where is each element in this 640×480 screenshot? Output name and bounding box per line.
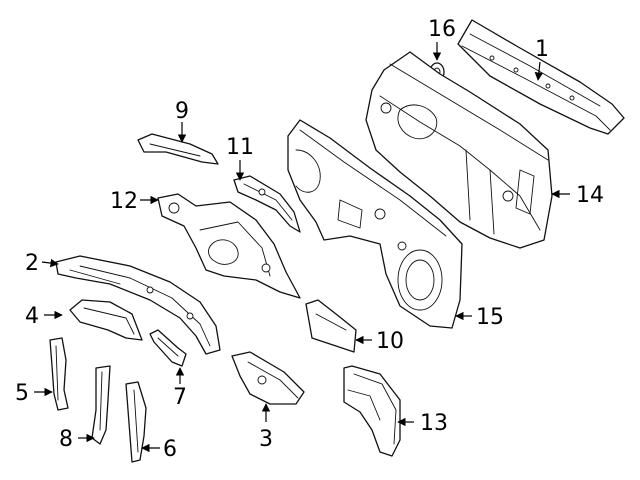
callout-12: 12: [110, 189, 138, 214]
callout-11: 11: [226, 135, 254, 160]
callout-5: 5: [15, 381, 29, 406]
part-10-bracket: [305, 299, 357, 353]
callout-4: 4: [25, 304, 39, 329]
part-11-bracket: [233, 175, 301, 233]
callout-14: 14: [576, 183, 604, 208]
callout-1: 1: [535, 37, 549, 62]
part-12-reinforcement: [157, 193, 301, 299]
callout-labels: 1 2 3 4 5 6 7 8 9 10 11 12 13 14 15 16: [15, 17, 604, 462]
part-7-bracket: [149, 329, 187, 367]
callout-10: 10: [376, 329, 404, 354]
callout-15: 15: [476, 305, 504, 330]
callout-6: 6: [163, 437, 177, 462]
part-6-strut: [125, 381, 147, 463]
leader-lines: [34, 42, 570, 453]
callout-9: 9: [175, 99, 189, 124]
part-5-pillar: [49, 337, 69, 411]
leader-2: [41, 258, 59, 268]
part-14-firewall-panel: [365, 51, 553, 249]
callout-2: 2: [25, 251, 39, 276]
part-8-strut: [91, 365, 111, 445]
part-9-bracket: [137, 133, 219, 165]
part-4-duct: [69, 299, 143, 341]
part-2-crossmember: [55, 255, 221, 355]
callout-16: 16: [428, 17, 456, 42]
callout-13: 13: [420, 411, 448, 436]
leader-1: [534, 61, 544, 81]
part-15-dash-panel: [287, 119, 463, 329]
part-13-wheelhouse: [343, 365, 401, 457]
callout-7: 7: [173, 385, 187, 410]
callout-3: 3: [259, 427, 273, 452]
callout-8: 8: [59, 427, 73, 452]
part-3-bracket: [231, 351, 305, 405]
